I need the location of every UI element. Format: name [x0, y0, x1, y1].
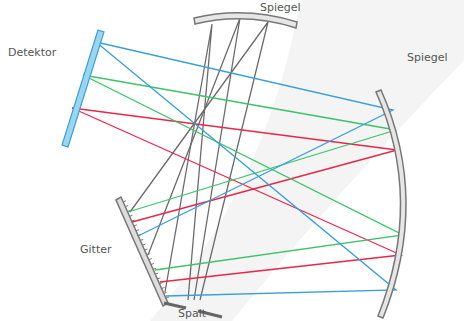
red-rays: [72, 108, 401, 282]
background-band: [150, 0, 464, 321]
part-label: Spiegel: [407, 52, 448, 63]
detector: [62, 30, 104, 147]
part-label: Detektor: [8, 47, 56, 58]
part-label: Gitter: [80, 244, 112, 255]
green-rays: [83, 75, 403, 270]
part-label: Spiegel: [260, 2, 301, 13]
top-mirror: [194, 13, 297, 28]
grating: [116, 197, 169, 306]
right-mirror: [376, 90, 406, 318]
light-rays: [72, 18, 403, 300]
part-label: Spalt: [178, 308, 206, 319]
grey-rays: [130, 18, 268, 300]
